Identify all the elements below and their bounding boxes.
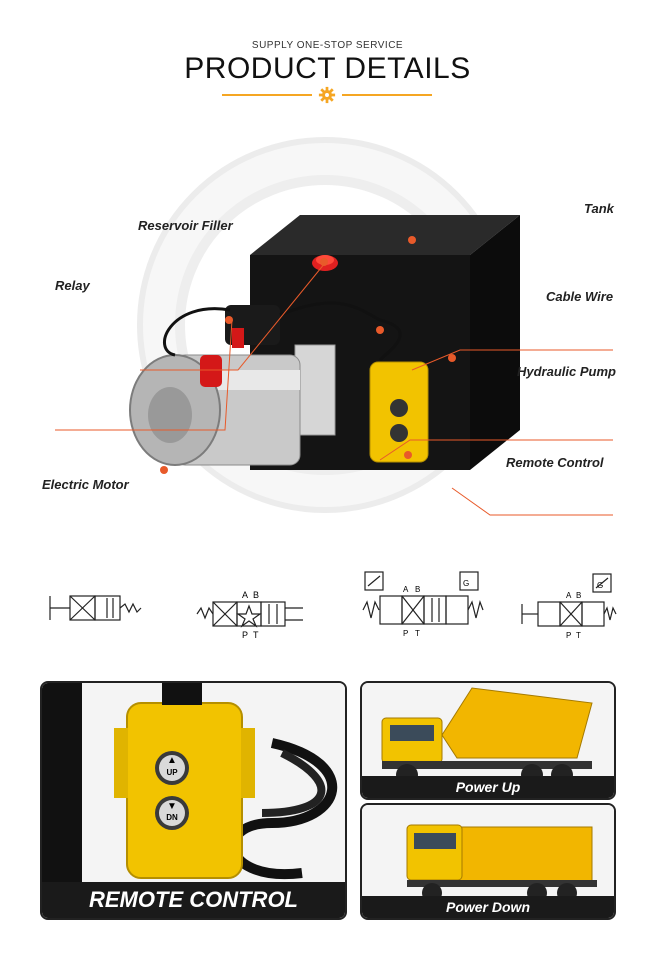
label-remote-control: Remote Control	[506, 455, 604, 470]
svg-text:▲: ▲	[167, 755, 177, 766]
port-p-label: P	[242, 630, 248, 640]
power-up-panel: Power Up	[360, 681, 616, 800]
tank-dot	[408, 236, 416, 244]
valve-diagram-4: A B P T G	[521, 573, 617, 640]
port-a-label: A	[242, 590, 248, 600]
valve-diagram-1	[49, 595, 142, 621]
power-down-panel: Power Down	[360, 803, 616, 920]
electric-motor-dot	[160, 466, 168, 474]
hydraulic-pump-dot	[448, 354, 456, 362]
page-title: PRODUCT DETAILS	[184, 52, 471, 85]
power-down-banner: Power Down	[362, 896, 614, 918]
cable-wire-dot	[376, 326, 384, 334]
valve-diagram-2: A B P T	[196, 590, 303, 640]
port-t-label-3: T	[415, 629, 420, 638]
remote-control-panel: ▲ UP ▼ DN REMOTE CONTROL	[40, 681, 347, 920]
product-illustration	[55, 137, 613, 516]
port-b-label: B	[253, 590, 259, 600]
label-hydraulic-pump: Hydraulic Pump	[517, 364, 616, 379]
valve-diagram-3: A B P T G	[362, 571, 484, 638]
reservoir-filler-dot	[320, 258, 328, 266]
relay-dot	[225, 316, 233, 324]
down-button-label: DN	[166, 813, 178, 822]
header-subtitle: SUPPLY ONE-STOP SERVICE	[251, 40, 404, 51]
remote-control-photo: ▲ UP ▼ DN	[42, 683, 345, 918]
label-cable-wire: Cable Wire	[546, 289, 614, 304]
port-a-label-3: A	[403, 585, 409, 594]
remote-control-banner: REMOTE CONTROL	[42, 882, 345, 918]
label-electric-motor: Electric Motor	[42, 477, 129, 492]
svg-text:▼: ▼	[167, 801, 177, 812]
power-up-banner: Power Up	[362, 776, 614, 798]
port-p-label-4: P	[566, 631, 571, 640]
label-tank: Tank	[584, 201, 614, 216]
title-divider-right	[342, 94, 432, 96]
title-divider-left	[222, 94, 312, 96]
g-label-3: G	[463, 579, 469, 588]
port-b-label-4: B	[576, 591, 581, 600]
label-reservoir-filler: Reservoir Filler	[138, 218, 233, 233]
g-label-4: G	[597, 581, 603, 590]
gear-icon	[318, 86, 336, 104]
pump-block	[294, 344, 336, 436]
port-t-label-4: T	[576, 631, 581, 640]
remote-control-dot	[404, 451, 412, 459]
up-button-label: UP	[166, 768, 178, 777]
port-p-label-3: P	[403, 629, 408, 638]
port-t-label: T	[253, 630, 259, 640]
label-relay: Relay	[55, 278, 90, 293]
port-b-label-3: B	[415, 585, 420, 594]
port-a-label-4: A	[566, 591, 572, 600]
